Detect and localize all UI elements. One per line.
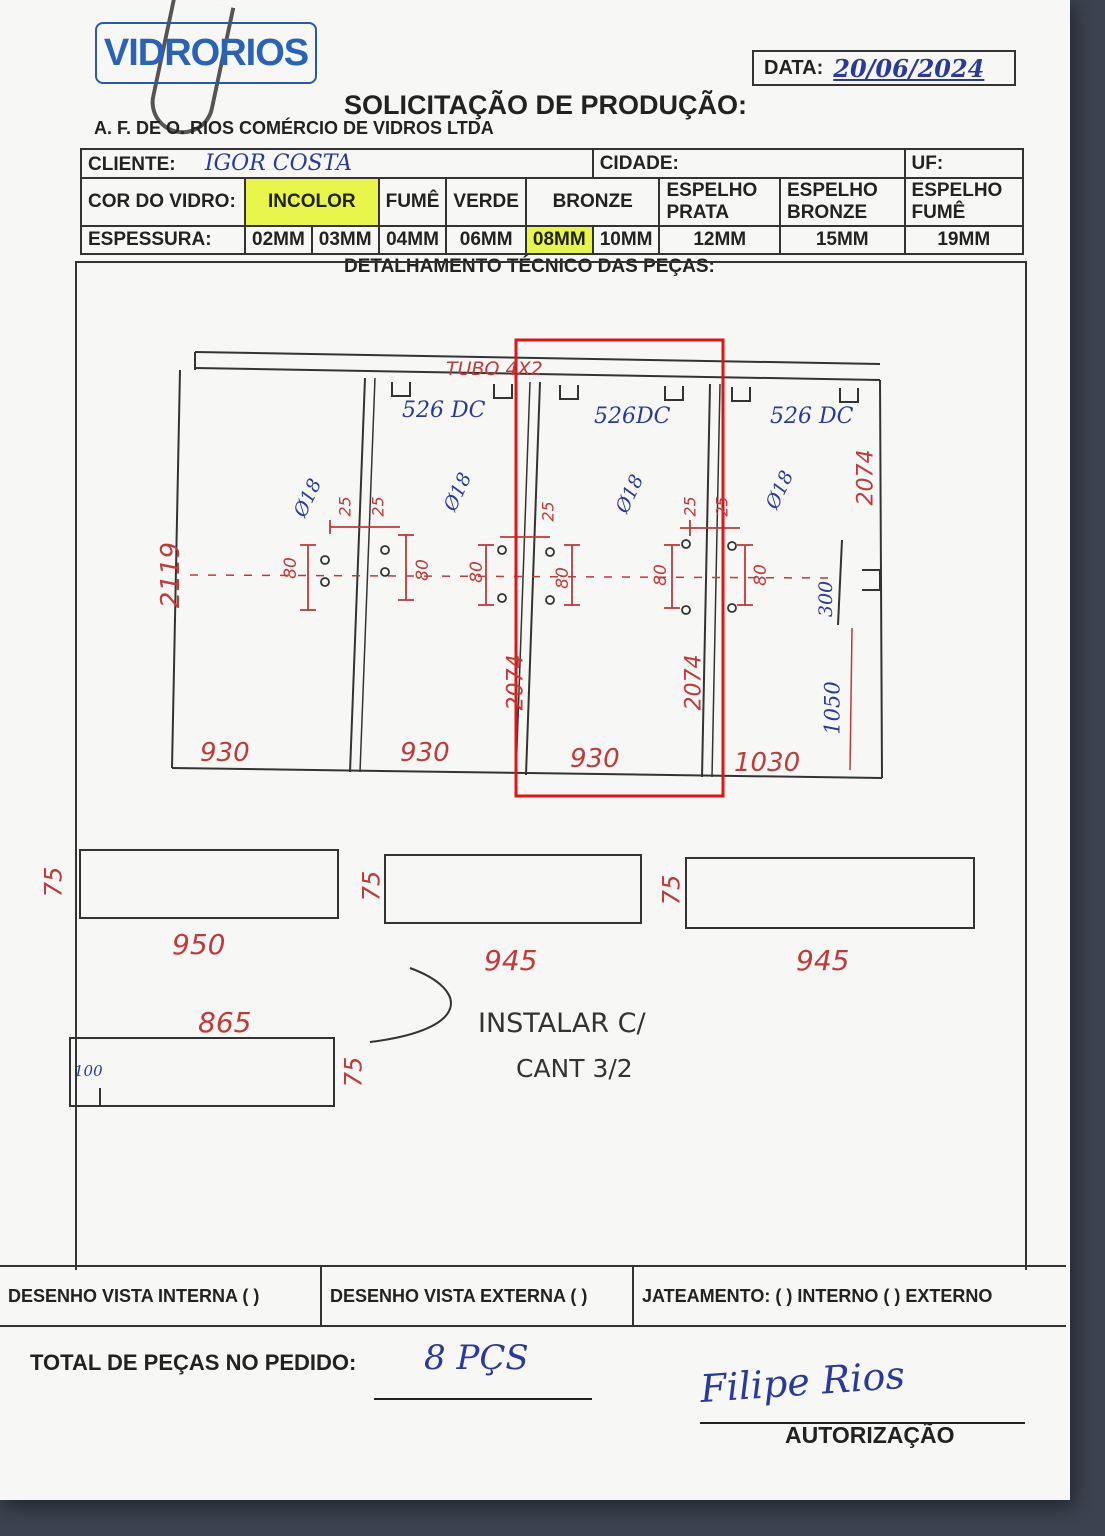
color-option-fume: FUMÊ [377, 177, 448, 227]
thickness-10mm: 10MM [591, 225, 661, 255]
bottom-piece-3 [685, 857, 975, 929]
thickness-15mm: 15MM [778, 225, 906, 255]
install-note-line2: CANT 3/2 [516, 1054, 633, 1083]
color-option-espelho-fume: ESPELHO FUMÊ [903, 177, 1025, 227]
thickness-19mm: 19MM [903, 225, 1025, 255]
panel-label-3: 526 DC [770, 404, 854, 429]
color-option-espelho-bronze: ESPELHO BRONZE [778, 177, 906, 227]
piece-4-height: 75 [339, 1056, 368, 1088]
panel-label-1: 526 DC [402, 398, 486, 423]
technical-drawing [69, 261, 1027, 1270]
width-label-4: 1030 [734, 748, 801, 778]
width-label-1: 930 [200, 738, 250, 768]
client-label: CLIENTE: [88, 154, 176, 175]
thickness-12mm: 12MM [658, 225, 781, 255]
dim-25-5: 25 [712, 496, 732, 517]
dim-80-4: 80 [552, 567, 573, 589]
dim-80-6: 80 [750, 564, 771, 586]
panel-divider-1 [349, 377, 366, 773]
panel-divider-2 [525, 381, 541, 776]
signature: Filipe Rios [698, 1352, 907, 1412]
piece-2-height: 75 [357, 870, 386, 902]
page-title: SOLICITAÇÃO DE PRODUÇÃO: [344, 90, 747, 120]
sandblast-option: JATEAMENTO: ( ) INTERNO ( ) EXTERNO [642, 1285, 993, 1306]
authorization-label: AUTORIZAÇÃO [785, 1422, 955, 1448]
piece-3-width: 945 [796, 944, 850, 977]
height-left-label: 2119 [156, 541, 187, 609]
total-pieces-label: TOTAL DE PEÇAS NO PEDIDO: [30, 1350, 357, 1375]
dim-80-1: 80 [280, 557, 301, 579]
thickness-04mm: 04MM [377, 225, 448, 255]
bottom-pieces-outline [69, 849, 975, 1107]
dim-25-2: 25 [368, 496, 388, 517]
thickness-02mm: 02MM [244, 225, 313, 255]
date-label: DATA: [764, 56, 824, 79]
panel-1-left [171, 369, 181, 769]
dim-80-5: 80 [650, 564, 671, 586]
height-right-label: 2074 [853, 449, 879, 506]
total-pieces-value: 8 PÇS [424, 1338, 529, 1378]
thickness-label: ESPESSURA: [80, 225, 246, 255]
dim-300-label: 300 [815, 580, 838, 618]
company-name: A. F. DE O. RIOS COMÉRCIO DE VIDROS LTDA [94, 118, 494, 138]
color-label: COR DO VIDRO: [80, 177, 246, 227]
bottom-piece-4 [69, 1037, 335, 1107]
dim-1050-label: 1050 [820, 681, 845, 735]
drawing-frame [75, 261, 1027, 1270]
client-cell: CLIENTE: IGOR COSTA [80, 148, 594, 179]
city-cell: CIDADE: [591, 148, 906, 179]
signature-line [700, 1422, 1025, 1424]
color-option-espelho-prata: ESPELHO PRATA [658, 177, 781, 227]
view-external-option: DESENHO VISTA EXTERNA ( ) [322, 1267, 634, 1325]
width-label-2: 930 [400, 738, 450, 768]
color-option-incolor: INCOLOR [244, 177, 380, 227]
dim-80-2: 80 [412, 559, 433, 581]
tube-label: TUBO 4X2 [446, 358, 543, 380]
view-options-row: DESENHO VISTA INTERNA ( ) DESENHO VISTA … [0, 1265, 1066, 1327]
dimension-marks [300, 520, 753, 611]
piece-3-height: 75 [657, 874, 686, 906]
top-tube-line-2 [194, 367, 881, 381]
color-option-verde: VERDE [445, 177, 527, 227]
bottom-piece-1 [79, 849, 339, 919]
color-option-bronze: BRONZE [524, 177, 661, 227]
dim-25-1: 25 [335, 496, 355, 517]
client-value: IGOR COSTA [204, 151, 353, 176]
selection-highlight-box [514, 338, 725, 798]
width-label-3: 930 [570, 744, 620, 774]
install-note-line1: INSTALAR C/ [478, 1008, 646, 1039]
date-box: DATA: 20/06/2024 [752, 50, 1016, 86]
piece-4-width: 865 [198, 1006, 252, 1039]
note-bracket [369, 967, 452, 1043]
piece-1-height: 75 [39, 866, 68, 898]
dim-25-4: 25 [680, 496, 700, 517]
total-underline [374, 1398, 592, 1400]
bottom-piece-2 [384, 854, 642, 924]
order-sheet: VIDRORIOS DATA: 20/06/2024 SOLICITAÇÃO D… [0, 0, 1070, 1500]
company-logo: VIDRORIOS [95, 22, 317, 84]
dim-100-label: 100 [74, 1062, 103, 1080]
roller-marks [391, 382, 859, 403]
thickness-06mm: 06MM [445, 225, 527, 255]
piece-1-width: 950 [172, 928, 226, 961]
dim-25-3: 25 [538, 501, 558, 522]
panel-label-2: 526DC [594, 404, 671, 429]
order-form-table: CLIENTE: IGOR COSTA CIDADE: UF: COR DO V… [80, 148, 1025, 255]
hole-circles [320, 539, 737, 615]
top-tube-line [194, 351, 881, 365]
panel-divider-3 [701, 383, 711, 778]
date-value: 20/06/2024 [833, 53, 985, 83]
piece-2-width: 945 [484, 944, 538, 977]
thickness-03mm: 03MM [310, 225, 380, 255]
thickness-08mm: 08MM [524, 225, 594, 255]
height-mid-label-2: 2074 [681, 654, 707, 711]
uf-cell: UF: [903, 148, 1025, 179]
view-internal-option: DESENHO VISTA INTERNA ( ) [0, 1267, 322, 1325]
height-mid-label-1: 2074 [503, 654, 529, 711]
dim-80-3: 80 [466, 561, 487, 583]
